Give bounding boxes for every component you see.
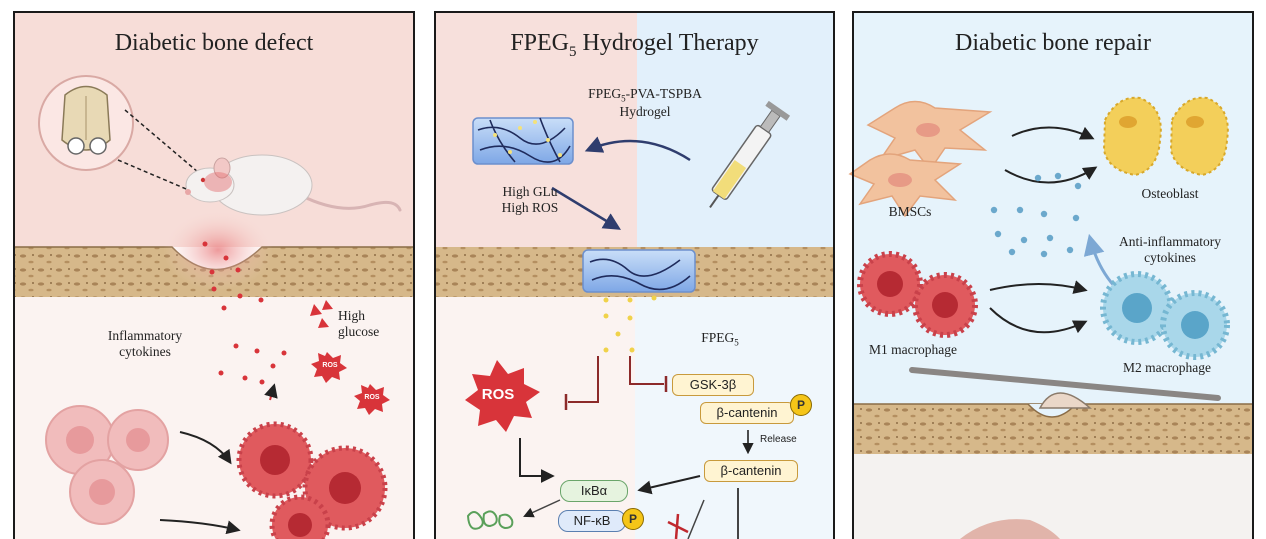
inflammation-dots: [202, 241, 287, 385]
hydrogel-dots: [493, 120, 562, 157]
osteoblast-label: Osteoblast: [1141, 186, 1199, 201]
balance-beam: [909, 367, 1221, 401]
middle-bg-left-bottom: [435, 297, 635, 539]
pink-cells: [45, 405, 169, 525]
release-label: Release: [760, 434, 797, 445]
middle-frame: [434, 11, 835, 539]
conditions-label: High GLu High ROS: [501, 184, 559, 215]
bmscs-label: BMSCs: [888, 204, 932, 219]
ros-star-large: [465, 360, 540, 432]
middle-title-main: FPEG: [510, 30, 569, 56]
ros-star-small-1: [311, 352, 347, 383]
phospho-badge-1: P: [790, 394, 812, 416]
middle-bg-right-top: [637, 12, 834, 247]
hydrogel-main: FPEG: [588, 86, 622, 101]
panel-left: [13, 11, 415, 539]
fpeg-label: FPEG5: [680, 330, 760, 348]
phospho-badge-2: P: [622, 508, 644, 530]
degraded-ikba: [466, 510, 514, 530]
hydrogel-line2: Hydrogel: [619, 104, 671, 120]
beta-catenin-box-2: β-cantenin: [704, 460, 798, 482]
ros-small-label-2: ROS: [364, 394, 380, 401]
ros-star-small-2: [354, 384, 390, 415]
middle-title-rest: Hydrogel Therapy: [576, 30, 759, 56]
anti-inflammatory-label: Anti-inflammatory cytokines: [1119, 234, 1221, 265]
cytokines-label: Inflammatory cytokines: [107, 328, 183, 359]
hydrogel-rest: -PVA-TSPBA: [625, 86, 702, 101]
red-macrophages: [236, 421, 388, 539]
hydrogel-implant: [582, 249, 696, 293]
osteoblast-cells: [1102, 96, 1229, 177]
beta-catenin-box-1: β-cantenin: [700, 402, 794, 424]
ros-small-label-1: ROS: [322, 362, 338, 369]
syringe-illustration: [709, 100, 791, 209]
cytokine-dots: [990, 172, 1082, 258]
gsk3b-box: GSK-3β: [672, 374, 754, 396]
right-bg-bottom: [853, 454, 1253, 539]
inflamed-site: [163, 210, 273, 290]
glucose-icons: [310, 300, 333, 328]
left-frame: [13, 11, 415, 539]
left-panel-title: Diabetic bone defect: [114, 30, 314, 56]
m2-macrophage-label: M2 macrophage: [1122, 360, 1212, 375]
bmsc-cells: [848, 100, 993, 218]
middle-panel-title: FPEG5 Hydrogel Therapy: [435, 30, 834, 61]
nfkb-box: NF-κB: [558, 510, 626, 532]
m1-macrophage-label: M1 macrophage: [868, 342, 958, 357]
hydrogel-sub: 5: [621, 93, 626, 104]
release-dots: [603, 295, 657, 353]
right-panel-title: Diabetic bone repair: [955, 30, 1151, 56]
glucose-label: High glucose: [338, 308, 380, 339]
balance-fulcrum: [1038, 392, 1092, 409]
m2-macrophages: [1100, 271, 1230, 360]
panel-right: [848, 11, 1254, 539]
fpeg-sub: 5: [734, 337, 739, 348]
rat-illustration: [185, 154, 402, 216]
panel-middle: [434, 11, 835, 539]
hydrogel-label: FPEG5-PVA-TSPBA Hydrogel: [565, 86, 725, 120]
fpeg-main: FPEG: [701, 330, 735, 345]
right-frame: [852, 11, 1254, 539]
ros-large-label: ROS: [481, 386, 515, 403]
m1-macrophages: [857, 251, 978, 338]
ikba-box: IκBα: [560, 480, 628, 502]
middle-title-sub: 5: [569, 43, 577, 60]
